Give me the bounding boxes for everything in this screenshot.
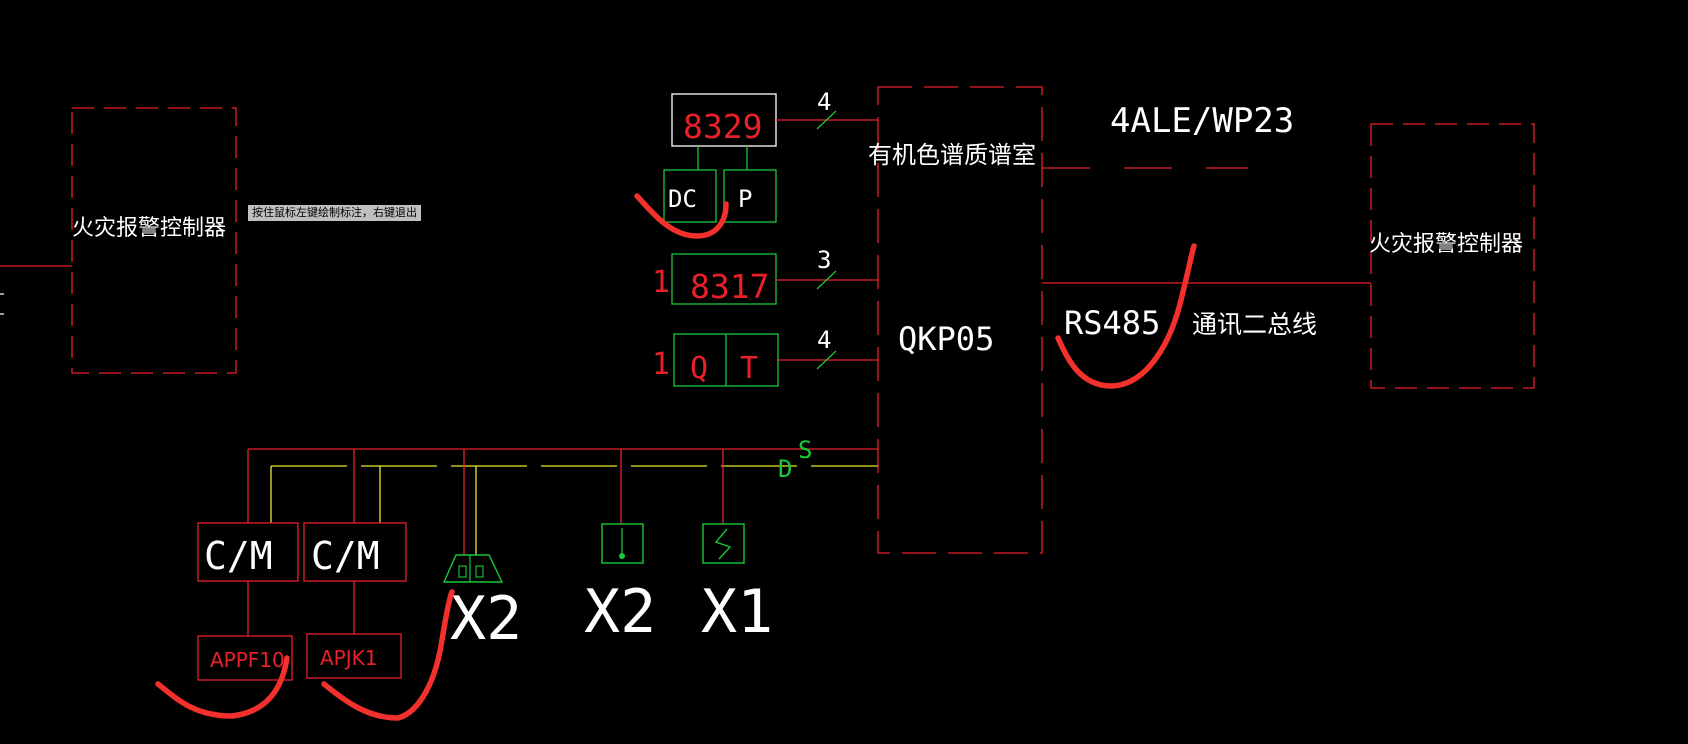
q-label: Q	[690, 351, 708, 386]
device-8317-box	[671, 253, 777, 305]
dc-label: DC	[668, 185, 697, 213]
detector-x2-dot	[619, 553, 625, 559]
wire-count-8317: 3	[817, 246, 831, 274]
annotation-layer[interactable]	[155, 193, 1197, 721]
room-label: 有机色谱质谱室	[868, 141, 1036, 169]
main-panel-outline	[877, 86, 1043, 554]
device-p[interactable]: P	[723, 169, 777, 223]
rs485-label: RS485	[1064, 304, 1160, 342]
module-cm2[interactable]: C/M	[303, 522, 407, 582]
alarm-device[interactable]: X2	[442, 554, 522, 654]
annotation-stroke	[321, 589, 455, 721]
alarm-device-count: X2	[450, 584, 522, 654]
detector-x2[interactable]: X2	[584, 523, 656, 647]
detector-x1-box	[702, 523, 745, 564]
cm1-label: C/M	[204, 534, 273, 578]
module-cm1[interactable]: C/M	[197, 522, 299, 582]
left-panel-label: 火灾报警控制器	[72, 216, 226, 241]
annotation-stroke	[634, 193, 729, 239]
device-qt[interactable]: Q T	[673, 333, 779, 387]
device-appf10[interactable]: APPF10	[197, 635, 293, 681]
controller-code: QKP05	[898, 320, 994, 358]
device-8317-code: 8317	[690, 267, 769, 306]
detector-x1[interactable]: X1	[701, 523, 773, 647]
alarm-device-glyph	[475, 565, 484, 578]
device-dc[interactable]: DC	[663, 169, 717, 223]
right-panel-outline	[1370, 123, 1535, 389]
s-line-label: S	[798, 436, 812, 464]
d-line-label: D	[778, 455, 792, 483]
device-8329-code: 8329	[683, 107, 762, 146]
left-controller-panel[interactable]: 火灾报警控制器	[71, 107, 237, 374]
wire-tick-8329	[816, 110, 837, 130]
apjk1-box	[306, 633, 402, 679]
detector-x2-box	[601, 523, 644, 564]
qty-8317: 1	[652, 265, 670, 300]
left-panel-outline	[71, 107, 237, 374]
top-code-label: 4ALE/WP23	[1110, 101, 1294, 141]
appf10-box	[197, 635, 293, 681]
apjk1-label: APJK1	[320, 646, 377, 670]
detector-x1-count: X1	[701, 577, 773, 647]
main-controller-panel[interactable]: 有机色谱质谱室 QKP05	[868, 86, 1043, 554]
detector-x2-count: X2	[584, 577, 656, 647]
detector-x1-mark	[714, 528, 732, 560]
annotation-stroke	[155, 655, 290, 719]
p-box	[723, 169, 777, 223]
wire-count-8329: 4	[817, 88, 831, 116]
appf10-label: APPF10	[210, 648, 285, 672]
t-label: T	[740, 351, 758, 386]
device-8317[interactable]: 8317	[671, 253, 777, 306]
tooltip: 按住鼠标左键绘制标注，右键退出	[248, 205, 421, 221]
p-label: P	[738, 185, 752, 213]
annotation-stroke	[1055, 243, 1197, 389]
qty-qt: 1	[652, 347, 670, 382]
alarm-device-symbol	[442, 554, 504, 583]
cm2-label: C/M	[311, 534, 380, 578]
right-controller-panel[interactable]: 火灾报警控制器	[1369, 123, 1535, 389]
cm2-box	[303, 522, 407, 582]
device-8329[interactable]: 8329	[671, 93, 777, 147]
alarm-device-glyph	[458, 565, 467, 578]
dc-box	[663, 169, 717, 223]
comm-bus-label: 通讯二总线	[1192, 310, 1317, 339]
wire-tick-qt	[816, 350, 837, 370]
wire-count-qt: 4	[817, 326, 831, 354]
right-panel-label: 火灾报警控制器	[1369, 232, 1523, 257]
device-apjk1[interactable]: APJK1	[306, 633, 402, 679]
wire-tick-8317	[816, 270, 837, 290]
